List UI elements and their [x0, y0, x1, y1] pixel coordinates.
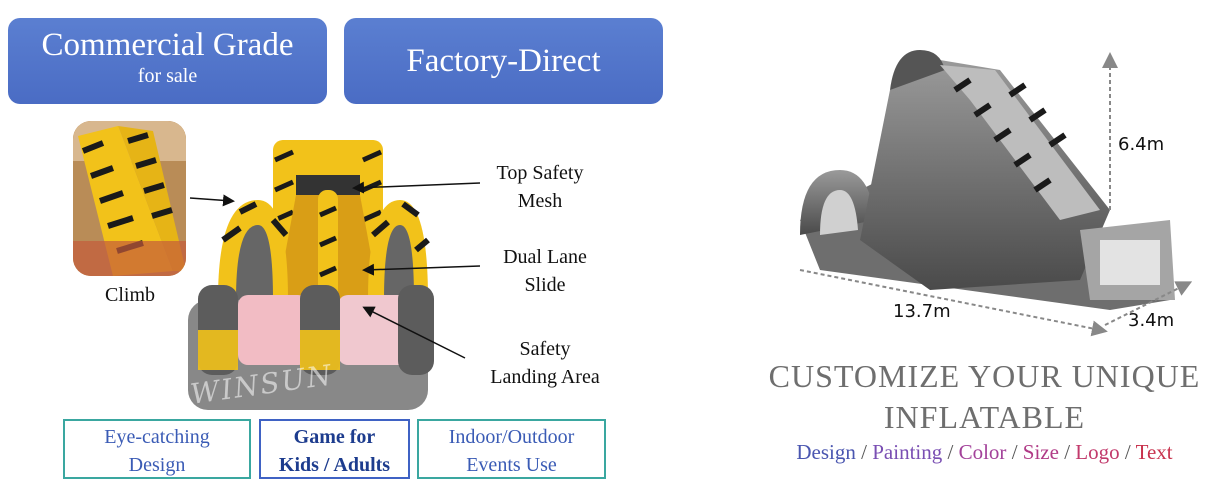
customize-heading-line1: CUSTOMIZE YOUR UNIQUE — [768, 358, 1201, 394]
safety-landing-label: Safety Landing Area — [455, 335, 635, 391]
gray-slide-dimension-image — [799, 50, 1193, 337]
feature-line2: Events Use — [466, 454, 557, 476]
width-dimension: 3.4m — [1128, 310, 1175, 331]
top-safety-line2: Mesh — [517, 190, 563, 212]
feature-eye-catching: Eye-catching Design — [63, 419, 251, 479]
feature-indoor-outdoor: Indoor/Outdoor Events Use — [417, 419, 606, 479]
top-safety-line1: Top Safety — [496, 162, 584, 184]
commercial-grade-title: Commercial Grade — [41, 27, 294, 63]
height-dimension: 6.4m — [1118, 134, 1165, 155]
climb-photo — [73, 121, 186, 276]
option-text: Text — [1135, 440, 1173, 464]
customize-heading-line2: INFLATABLE — [883, 399, 1086, 435]
option-separator: / — [1011, 440, 1023, 464]
safety-landing-line1: Safety — [519, 338, 571, 360]
dual-lane-slide-label: Dual Lane Slide — [480, 243, 610, 299]
option-separator: / — [947, 440, 959, 464]
option-design: Design — [796, 440, 856, 464]
option-separator: / — [1064, 440, 1076, 464]
feature-line2: Kids / Adults — [278, 454, 391, 476]
option-color: Color — [958, 440, 1007, 464]
climb-photo-graphic — [73, 121, 186, 276]
top-safety-mesh-label: Top Safety Mesh — [475, 159, 605, 215]
customization-options: Design / Painting / Color / Size / Logo … — [752, 440, 1217, 465]
feature-line1: Game for — [293, 426, 376, 448]
option-separator: / — [861, 440, 873, 464]
option-logo: Logo — [1075, 440, 1120, 464]
commercial-grade-subtitle: for sale — [137, 65, 198, 87]
callout-arrows — [189, 181, 480, 359]
dual-lane-line2: Slide — [524, 274, 566, 296]
feature-line2: Design — [128, 454, 186, 476]
yellow-slide-image — [188, 140, 434, 410]
option-separator: / — [1124, 440, 1136, 464]
commercial-grade-badge: Commercial Grade for sale — [8, 18, 327, 104]
option-size: Size — [1022, 440, 1059, 464]
feature-line1: Indoor/Outdoor — [448, 426, 575, 448]
dual-lane-line1: Dual Lane — [503, 246, 587, 268]
factory-direct-title: Factory-Direct — [406, 43, 601, 79]
safety-landing-line2: Landing Area — [490, 366, 600, 388]
factory-direct-badge: Factory-Direct — [344, 18, 663, 104]
climb-label: Climb — [104, 284, 155, 306]
feature-line1: Eye-catching — [104, 426, 210, 448]
feature-game-for-kids: Game for Kids / Adults — [259, 419, 410, 479]
length-dimension: 13.7m — [893, 301, 951, 322]
option-painting: Painting — [872, 440, 943, 464]
